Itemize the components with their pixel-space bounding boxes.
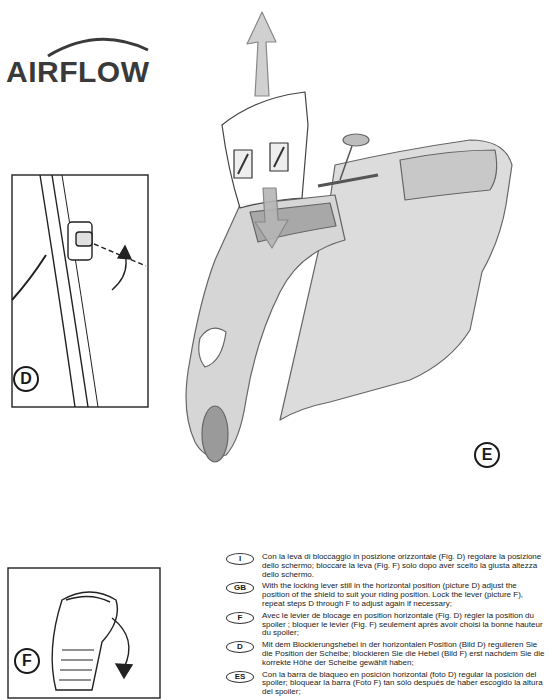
detail-panel-f-part bbox=[59, 650, 94, 680]
logo-swoosh bbox=[48, 39, 148, 56]
detail-panel-f-part bbox=[8, 568, 160, 698]
detail-panel-d-part bbox=[52, 175, 88, 407]
node-text: ES bbox=[235, 673, 246, 681]
scooter-drawing-part bbox=[340, 146, 352, 180]
instruction-text: Mit dem Blockierungshebel in der horizon… bbox=[262, 641, 546, 667]
detail-panel-d-part bbox=[94, 244, 146, 266]
brand-title: AIRFLOW bbox=[6, 57, 149, 87]
scooter-drawing-part bbox=[247, 12, 276, 96]
language-badge: ES bbox=[226, 671, 254, 683]
instruction-text: Con la barra de blaqueo en posición hori… bbox=[262, 671, 546, 697]
instruction-text: Con la leva di bloccaggio in posizione o… bbox=[262, 553, 546, 579]
node-text: I bbox=[239, 555, 241, 563]
figure-letter: F bbox=[14, 648, 40, 674]
node-text: D bbox=[237, 643, 243, 651]
figure-letter: E bbox=[474, 442, 500, 468]
detail-panel-d-part bbox=[12, 255, 46, 300]
scooter-drawing-part bbox=[202, 406, 228, 462]
scooter-drawing-part bbox=[199, 328, 226, 367]
language-badge: I bbox=[226, 553, 254, 565]
instruction-text: Avec le levier de blocage en position ho… bbox=[262, 612, 546, 638]
scooter-drawing-part bbox=[280, 140, 512, 420]
node-text: F bbox=[22, 653, 32, 669]
instruction-text: With the locking lever still in the hori… bbox=[262, 582, 546, 608]
scooter-drawing-part bbox=[400, 150, 497, 200]
detail-panel-f-part bbox=[66, 596, 110, 602]
scooter-drawing-part bbox=[318, 175, 378, 186]
scooter-drawing-part bbox=[238, 154, 248, 174]
scooter-drawing-part bbox=[255, 188, 288, 248]
detail-panel-f-part bbox=[52, 592, 117, 690]
detail-panel-d-part bbox=[112, 254, 126, 290]
scooter-drawing-part bbox=[270, 143, 288, 171]
language-badge: GB bbox=[226, 582, 254, 594]
scooter-drawing-part bbox=[274, 147, 284, 167]
language-badge: D bbox=[226, 641, 254, 653]
detail-panel-f bbox=[8, 568, 160, 698]
detail-panel-d-part bbox=[118, 246, 131, 259]
detail-panel-d-part bbox=[62, 175, 98, 407]
detail-panel-f-part bbox=[112, 618, 129, 668]
figure-letter: D bbox=[13, 366, 39, 392]
scooter-drawing bbox=[186, 12, 512, 462]
detail-panel-d-part bbox=[76, 232, 92, 246]
detail-panel-d bbox=[12, 175, 148, 407]
node-text: GB bbox=[234, 584, 246, 592]
detail-panel-d-part bbox=[12, 175, 148, 407]
language-badge: F bbox=[226, 612, 254, 624]
detail-panel-f-part bbox=[116, 664, 132, 678]
node-text: E bbox=[482, 447, 493, 463]
scooter-drawing-part bbox=[343, 134, 369, 146]
node-text: D bbox=[20, 371, 32, 387]
detail-panel-d-part bbox=[68, 222, 92, 260]
node-text: F bbox=[238, 614, 243, 622]
logo-swoosh-part bbox=[48, 39, 148, 56]
scooter-drawing-part bbox=[234, 150, 252, 178]
